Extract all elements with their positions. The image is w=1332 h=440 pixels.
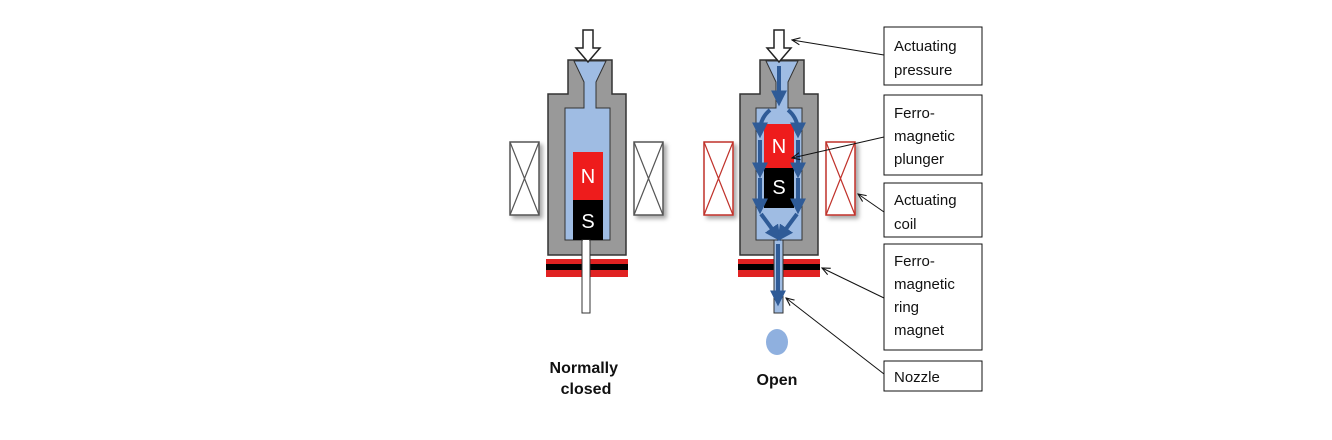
svg-text:Actuating coil: Actuating coil xyxy=(894,192,961,233)
plunger-south-pole xyxy=(573,200,603,240)
leader-lines xyxy=(786,40,885,375)
label-actuating-coil: Actuating coil xyxy=(883,182,983,238)
svg-text:Actuating pressure: Actuating pressure xyxy=(894,38,961,79)
south-pole-label-open: S xyxy=(772,177,785,199)
actuating-coil-left-active xyxy=(703,141,734,216)
north-pole-label: N xyxy=(581,166,595,188)
pressure-arrow-right xyxy=(765,29,793,64)
actuating-coil-right-inactive xyxy=(633,141,664,216)
pressure-arrow-left xyxy=(574,29,602,64)
svg-text:Ferro- magnetic pl: Ferro- magnetic plunger xyxy=(894,105,959,168)
nozzle-bore xyxy=(583,240,589,265)
label-actuating-pressure: Actuating pressure xyxy=(883,26,983,86)
label-nozzle: Nozzle xyxy=(883,360,983,392)
svg-text:Nozzle: Nozzle xyxy=(894,369,940,386)
south-pole-label: S xyxy=(581,211,594,233)
actuating-coil-left-inactive xyxy=(509,141,540,216)
svg-text:Ferro- magnetic ri: Ferro- magnetic ring magnet xyxy=(894,253,959,339)
caption-open: Open xyxy=(757,372,798,389)
valve-open: N S Open xyxy=(703,29,856,389)
valve-normally-closed: N S Normally closed xyxy=(509,29,664,398)
label-ferromagnetic-plunger: Ferro- magnetic plunger xyxy=(883,94,983,176)
plunger-south-pole-open xyxy=(764,168,794,208)
plunger-north-pole xyxy=(573,152,603,200)
north-pole-label-open: N xyxy=(772,136,786,158)
actuating-coil-right-active xyxy=(825,141,856,216)
fluid-droplet xyxy=(766,329,788,355)
label-ferromagnetic-ring-magnet: Ferro- magnetic ring magnet xyxy=(883,243,983,351)
flow-arrows xyxy=(752,66,806,307)
caption-normally-closed: Normally closed xyxy=(550,360,623,398)
plunger-north-pole-open xyxy=(764,124,794,168)
